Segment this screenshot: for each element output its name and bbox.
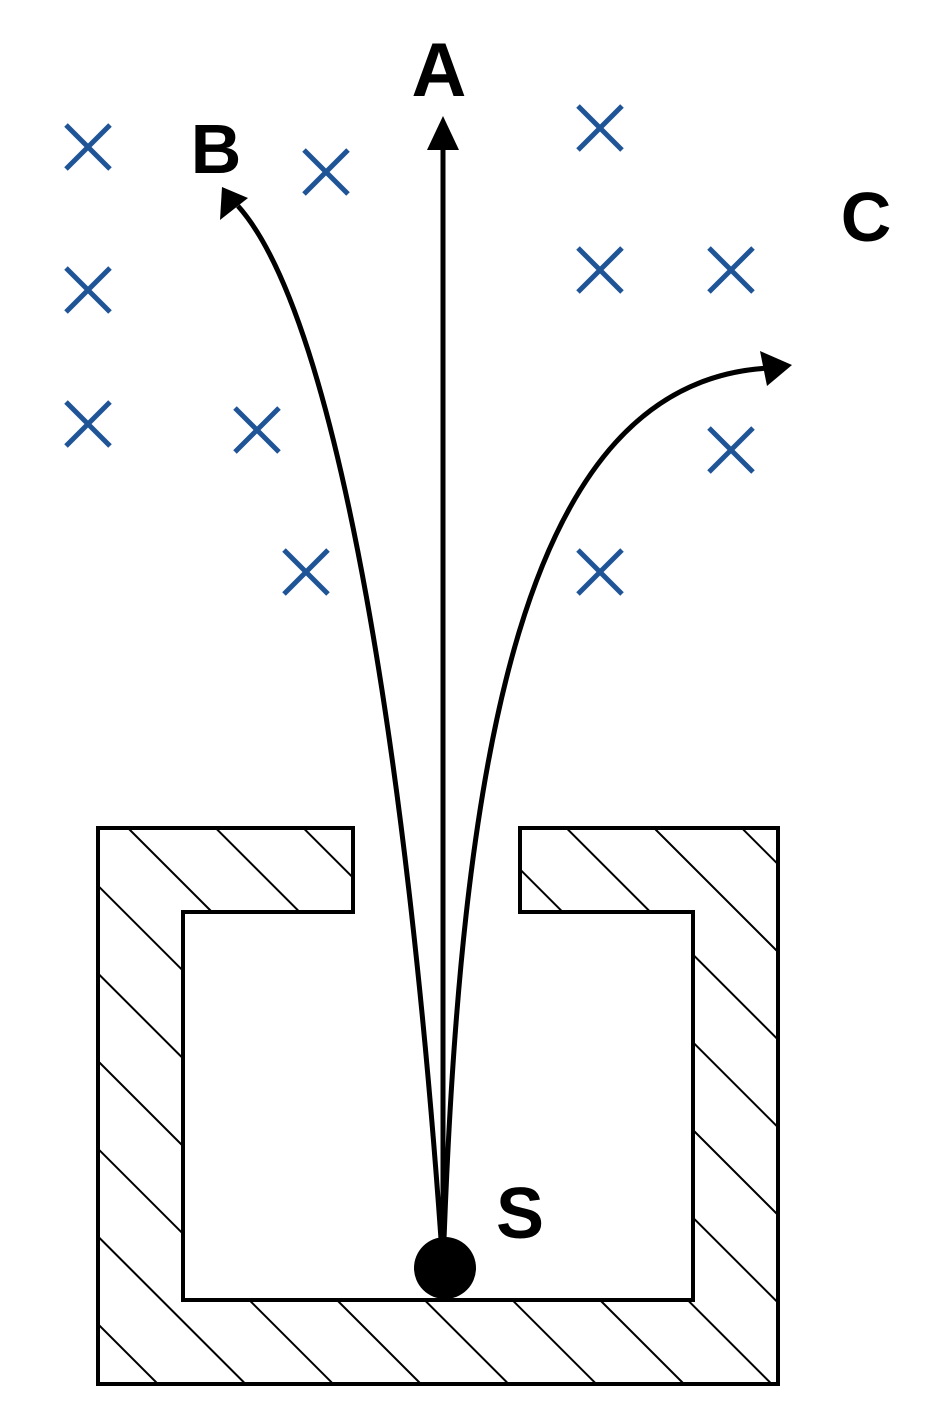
cross-icon [707, 246, 755, 294]
cross-icon [64, 400, 112, 448]
container-wall [96, 826, 780, 1386]
arrowheads [220, 116, 792, 386]
path-c [440, 365, 771, 1269]
label-b: B [191, 110, 242, 188]
label-s: S [496, 1174, 544, 1254]
cross-icon [576, 104, 624, 152]
cross-icon [64, 266, 112, 314]
path-b [236, 204, 446, 1269]
cross-icon [302, 148, 350, 196]
label-c: C [841, 178, 892, 256]
arrowhead-icon [760, 351, 792, 386]
source-icon [414, 1237, 476, 1299]
radiation-paths [236, 148, 771, 1269]
arrowhead-icon [220, 187, 248, 220]
magnetic-field-marks [64, 104, 755, 596]
cross-icon [233, 406, 281, 454]
cross-icon [576, 246, 624, 294]
cross-icon [64, 123, 112, 171]
arrowhead-icon [427, 116, 459, 150]
cross-icon [576, 548, 624, 596]
label-a: A [412, 28, 467, 113]
cross-icon [282, 548, 330, 596]
cross-icon [707, 426, 755, 474]
lead-container [96, 826, 780, 1386]
